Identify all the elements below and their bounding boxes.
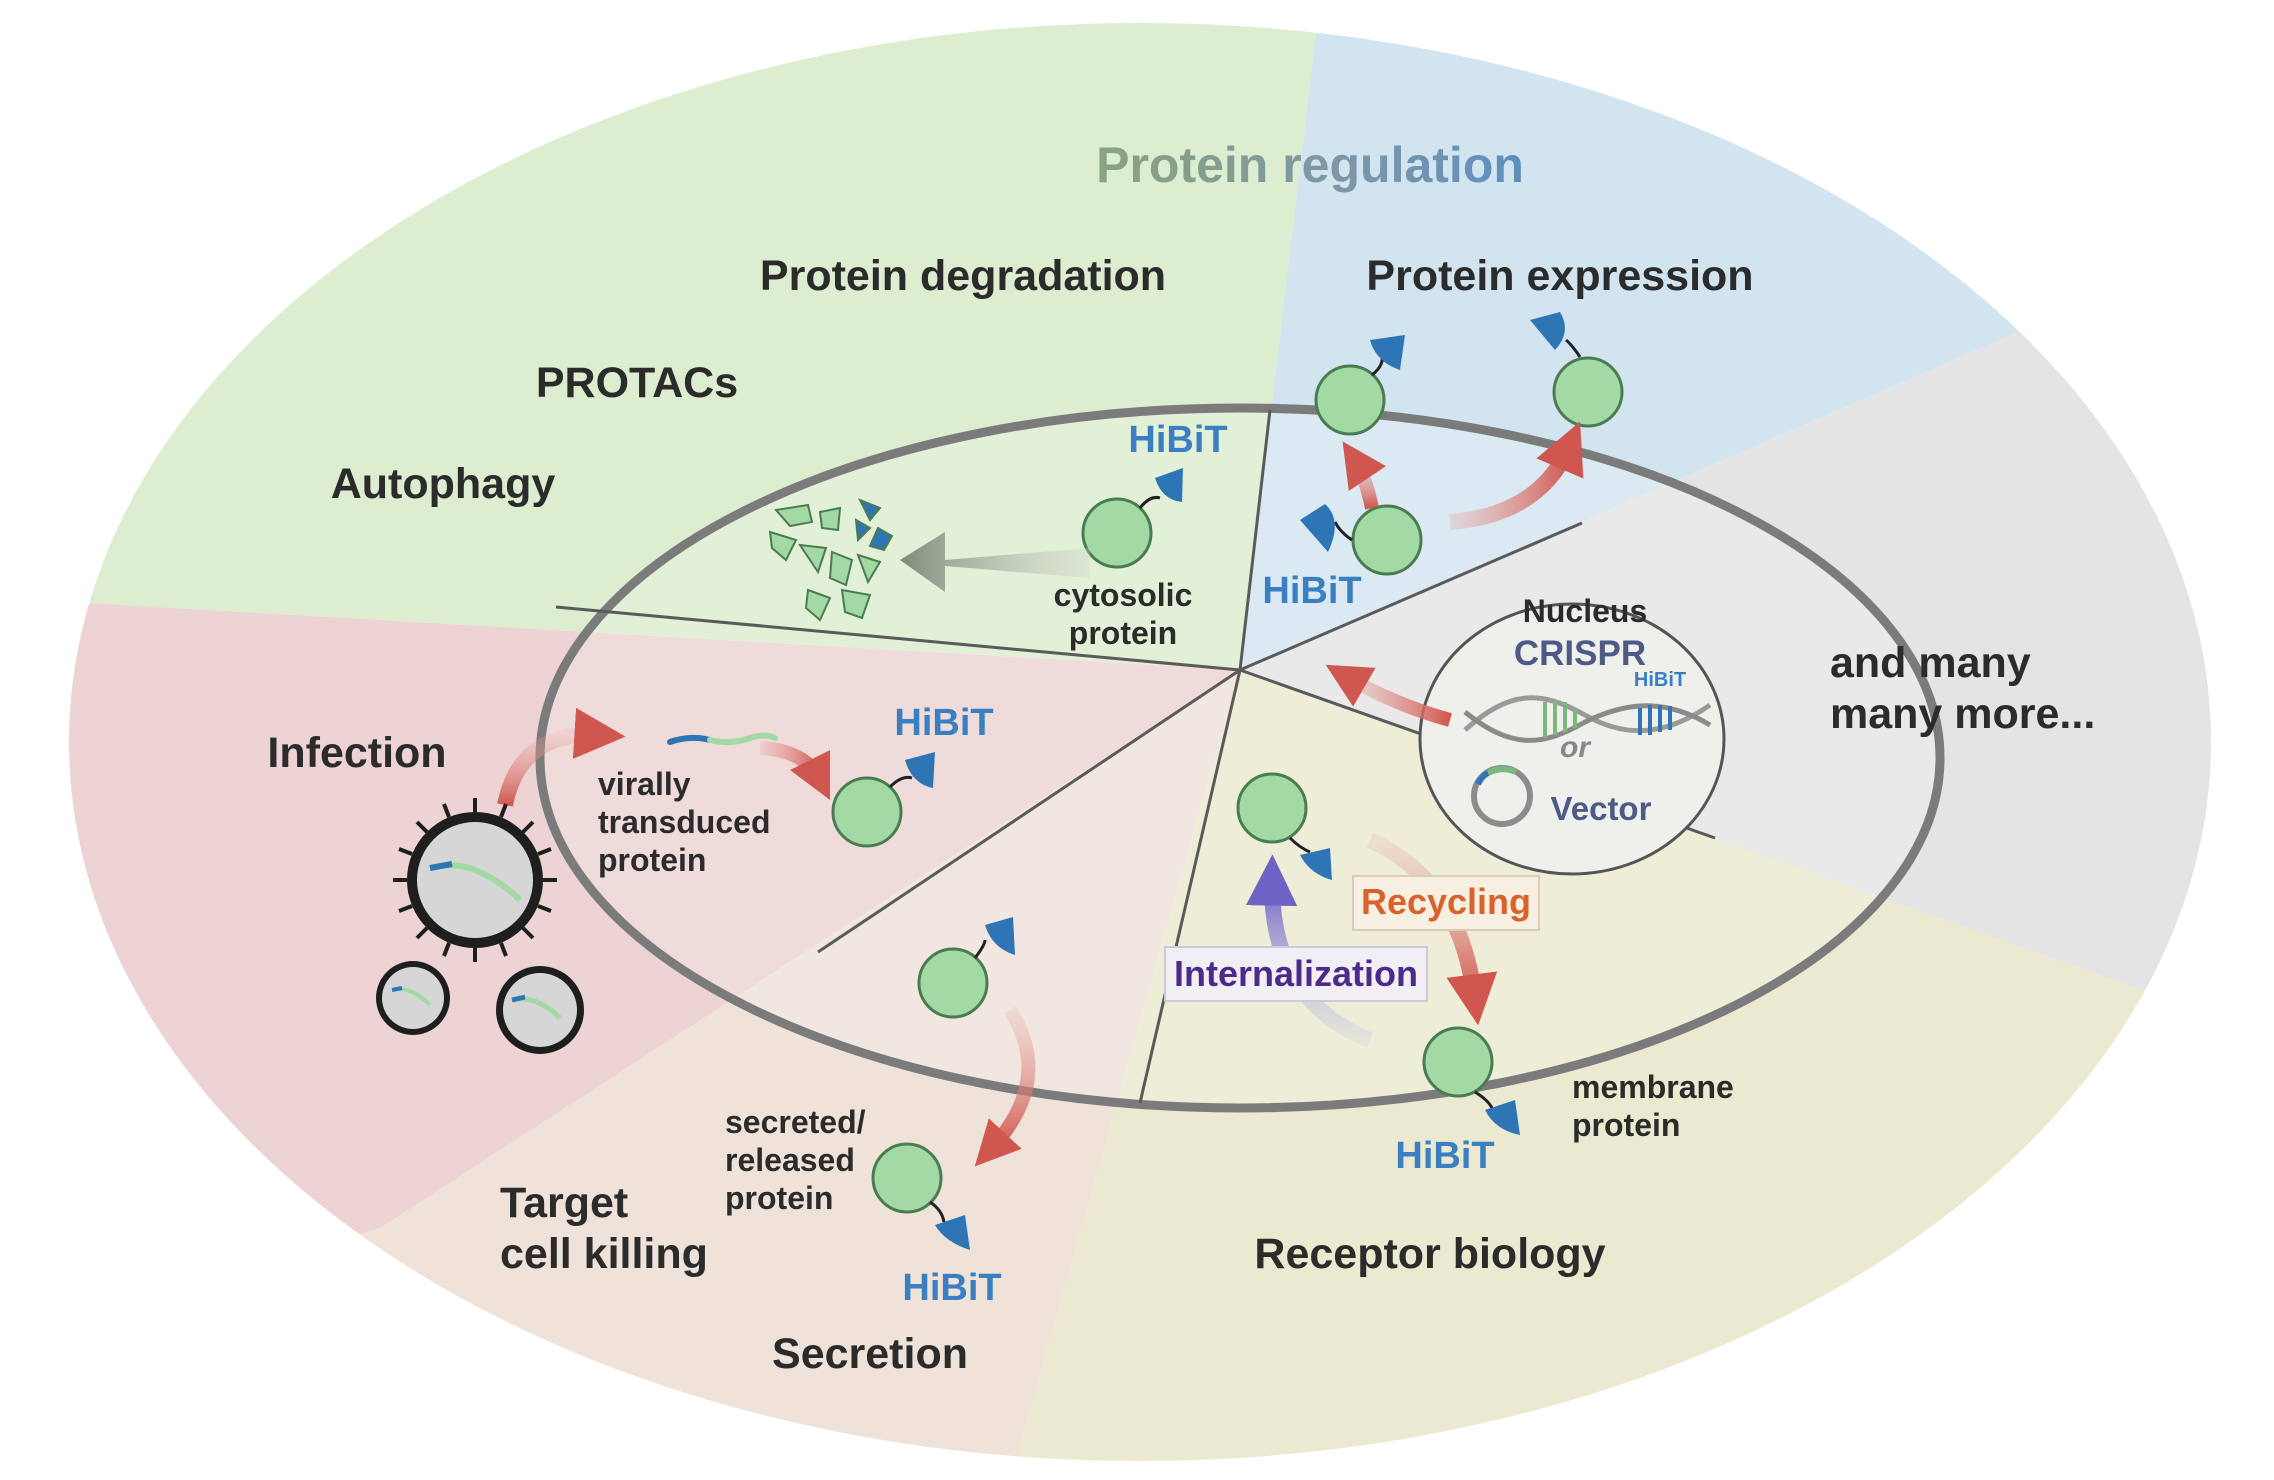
infection-arrow-in [497,707,626,807]
hibit-label-membrane: HiBiT [1395,1135,1494,1177]
vector-label: Vector [1551,790,1652,827]
section-protein-degradation: Protein degradation [760,252,1166,300]
recycling-label: Recycling [1361,881,1531,922]
section-receptor-biology: Receptor biology [1254,1230,1605,1278]
section-secretion: Secretion [772,1330,968,1378]
virally-label-line1: virally [598,766,691,802]
expression-protein-right [1530,312,1624,428]
hibit-label-secretion: HiBiT [902,1267,1001,1309]
hibit-label-infection: HiBiT [894,702,993,744]
virus-small-icon [376,961,450,1035]
internalized-protein [1236,772,1332,880]
secreted-protein [871,1142,970,1250]
virally-label-line2: transduced [598,804,770,840]
expression-protein-outer [1314,335,1405,436]
recycling-label-box [1352,875,1540,931]
virus-medium-icon [496,966,584,1054]
page-title: Protein regulation [1096,137,1524,193]
internalization-label-box [1164,946,1428,1002]
membrane-label-line2: protein [1572,1107,1680,1143]
hibit-label-nucleus: HiBiT [1634,669,1686,691]
secretion-arrow [974,1006,1036,1167]
degraded-fragments [768,498,894,622]
section-autophagy: Autophagy [331,460,556,508]
cell-membrane [535,403,1945,1113]
infection-arrow-out [759,741,831,801]
section-more-line2: many more... [1830,690,2095,738]
virally-transduced-protein [831,752,935,848]
virally-label-line3: protein [598,842,706,878]
viral-rna-icon [667,732,778,746]
section-target-line2: cell killing [500,1230,708,1278]
hibit-label-expression: HiBiT [1262,570,1361,612]
dna-helix-icon [1463,695,1712,743]
cytosolic-protein [1081,468,1183,569]
nucleus-export-arrow [1325,664,1452,727]
membrane-protein [1422,1026,1520,1135]
cytosolic-label-line2: protein [1069,615,1177,651]
internalization-label: Internalization [1174,953,1418,994]
nucleus-label: Nucleus [1523,593,1647,629]
section-protacs: PROTACs [536,359,738,407]
section-protein-expression: Protein expression [1366,252,1753,300]
virus-large-icon [393,798,557,962]
section-target-line1: Target [500,1179,628,1227]
secreted-label-line3: protein [725,1180,833,1216]
expression-arrow-up [1342,441,1387,510]
secreted-label-line2: released [725,1142,855,1178]
degradation-arrow [900,532,1090,592]
secreted-label-line1: secreted/ [725,1104,866,1140]
membrane-label-line1: membrane [1572,1069,1734,1105]
crispr-label: CRISPR [1514,634,1646,673]
sector-many-more [1240,300,2212,1000]
or-label: or [1560,731,1592,764]
expression-arrow-right [1449,421,1584,530]
expression-protein-inner [1300,504,1423,576]
nucleus [1418,602,1726,876]
section-more-line1: and many [1830,639,2031,687]
plasmid-vector-icon [1471,765,1533,827]
hibit-label-cytosolic: HiBiT [1128,419,1227,461]
cytosolic-label-line1: cytosolic [1054,577,1193,613]
section-infection: Infection [267,729,446,777]
secretion-protein-inner [917,917,1015,1019]
